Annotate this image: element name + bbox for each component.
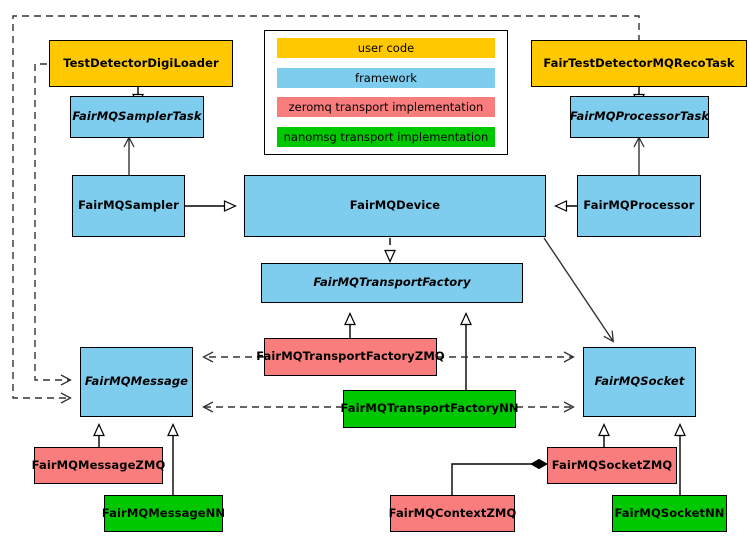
class-box-testdetectordigiloader[interactable]: TestDetectorDigiLoader [49, 40, 233, 87]
legend-item-user-code: user code [277, 38, 495, 58]
class-box-fairmqsocketzmq[interactable]: FairMQSocketZMQ [547, 447, 677, 484]
class-box-fairmqtransportfactorynn[interactable]: FairMQTransportFactoryNN [340, 390, 518, 428]
legend-label-nanomsg: nanomsg transport implementation [283, 129, 489, 144]
legend-item-zeromq: zeromq transport implementation [277, 97, 495, 118]
class-box-fairmqtransportfactoryzmq[interactable]: FairMQTransportFactoryZMQ [256, 338, 445, 376]
class-box-fairmqmessagenn[interactable]: FairMQMessageNN [102, 495, 225, 532]
legend-label-user-code: user code [357, 41, 415, 55]
class-box-fairmqprocessor[interactable]: FairMQProcessor [577, 175, 701, 237]
association-edges [543, 237, 615, 343]
class-box-fairmqsampler[interactable]: FairMQSampler [72, 175, 185, 237]
class-box-fairmqsamplertask[interactable]: FairMQSamplerTask [70, 96, 204, 138]
edge-device-socket [543, 237, 615, 343]
legend-item-framework: framework [277, 67, 495, 88]
legend-label-zeromq: zeromq transport implementation [288, 100, 484, 115]
legend-panel: user code framework zeromq transport imp… [264, 30, 508, 155]
class-box-fairmqsocketnn[interactable]: FairMQSocketNN [612, 495, 727, 532]
class-box-fairmqtransportfactory[interactable]: FairMQTransportFactory [261, 263, 523, 303]
edge-digiloader-message [34, 63, 72, 386]
class-box-fairmqsocket[interactable]: FairMQSocket [583, 347, 696, 417]
legend-item-nanomsg: nanomsg transport implementation [277, 126, 495, 147]
class-box-fairmqprocessortask[interactable]: FairMQProcessorTask [570, 96, 709, 138]
class-box-fairmqcontextzmq[interactable]: FairMQContextZMQ [389, 495, 516, 532]
class-box-fairmqmessagezmq[interactable]: FairMQMessageZMQ [32, 447, 165, 484]
class-box-fairtestdetectormqrecotask[interactable]: FairTestDetectorMQRecoTask [531, 40, 747, 87]
legend-label-framework: framework [355, 70, 417, 85]
composition-edges [451, 458, 549, 495]
class-box-fairmqmessage[interactable]: FairMQMessage [80, 347, 193, 417]
class-box-fairmqdevice[interactable]: FairMQDevice [244, 175, 546, 237]
edge-contextzmq-socketzmq [451, 458, 549, 495]
